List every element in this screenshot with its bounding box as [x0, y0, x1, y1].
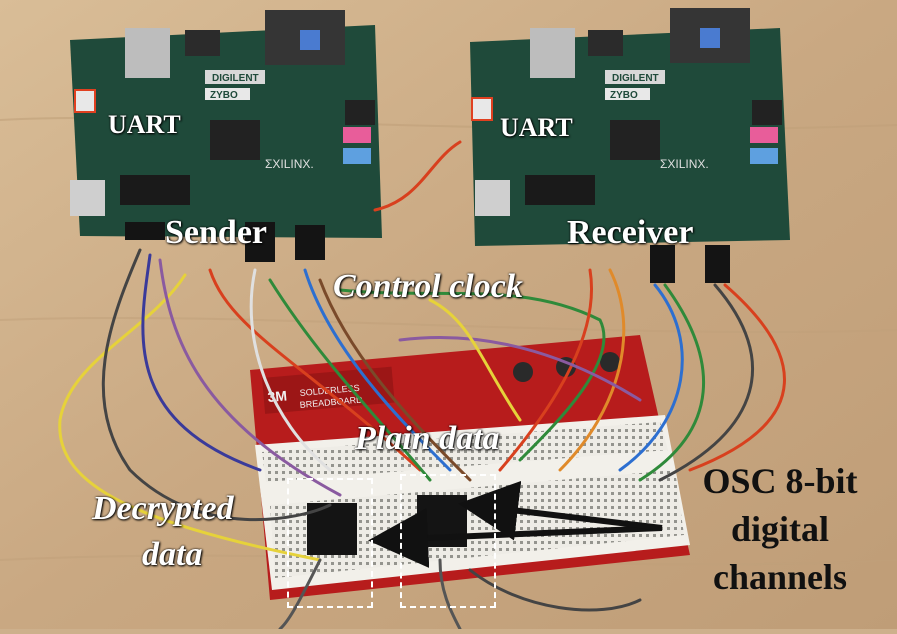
- arrow-to-plain: [458, 480, 663, 541]
- plain-data-box: [400, 474, 496, 608]
- svg-text:ΣXILINX.: ΣXILINX.: [660, 157, 709, 171]
- osc-label-line1: OSC 8-bit: [702, 461, 858, 501]
- osc-label-line3: channels: [712, 557, 848, 597]
- receiver-board: DIGILENT ZYBO ΣXILINX.: [470, 8, 790, 283]
- receiver-label: Receiver: [567, 214, 694, 251]
- svg-text:3M: 3M: [267, 387, 288, 405]
- osc-label-line2: digital: [730, 509, 829, 549]
- sender-label: Sender: [165, 214, 267, 251]
- decrypted-data-label-line2: data: [142, 536, 203, 573]
- uart-left-label: UART: [108, 110, 181, 139]
- decrypted-data-label-line1: Decrypted: [92, 490, 234, 527]
- plain-data-label: Plain data: [355, 420, 500, 457]
- svg-text:ΣXILINX.: ΣXILINX.: [265, 157, 314, 171]
- jumper-wires: [58, 140, 786, 631]
- svg-text:ZYBO: ZYBO: [210, 90, 238, 101]
- svg-text:DIGILENT: DIGILENT: [212, 73, 259, 84]
- sender-board: DIGILENT ZYBO ΣXILINX.: [70, 10, 382, 262]
- decrypted-data-box: [287, 478, 373, 608]
- svg-text:ZYBO: ZYBO: [610, 90, 638, 101]
- control-clock-label: Control clock: [333, 268, 523, 305]
- uart-right-label: UART: [500, 113, 573, 142]
- svg-text:DIGILENT: DIGILENT: [612, 73, 659, 84]
